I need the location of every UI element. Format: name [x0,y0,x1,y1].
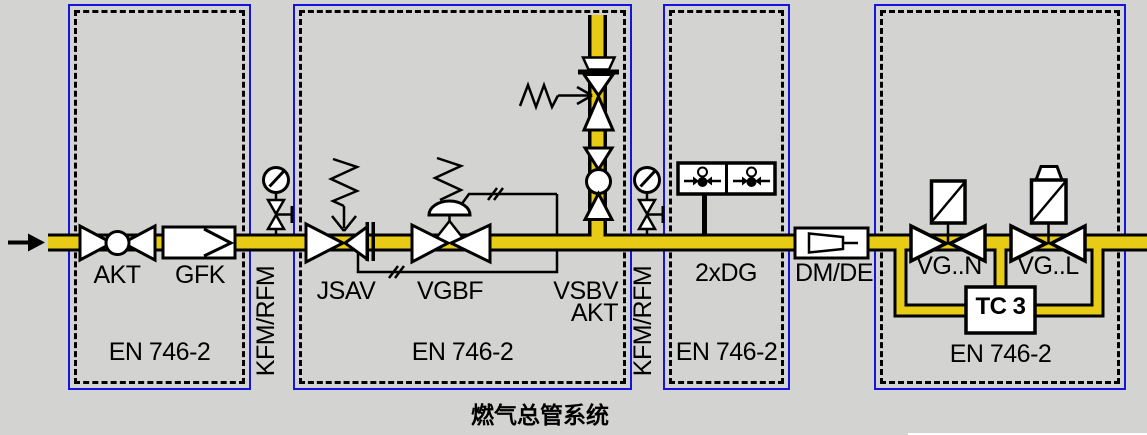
dm-de-flow-meter-icon [793,226,870,260]
label-kfm-rfm: KFM/RFM [629,265,657,377]
standard-label-en746: EN 746-2 [108,338,211,366]
section-box-pressure-switch [663,4,790,390]
page-edge [908,433,1147,435]
diagram-caption: 燃气总管系统 [471,403,609,429]
standard-label-en746: EN 746-2 [411,338,514,366]
label-vsbv-akt: AKT [570,299,619,327]
label-tc3: TC 3 [975,293,1026,320]
standard-label-en746: EN 746-2 [675,338,778,366]
section-box-safety-valves [874,4,1126,390]
section-dashed-border [299,10,626,384]
label-vsbv: VSBV [553,277,618,305]
pressure-gauge-icon [262,166,294,234]
standard-label-en746: EN 746-2 [949,340,1052,368]
label-dm-de: DM/DE [794,259,874,287]
label-2xdg: 2xDG [695,259,757,287]
flow-direction-arrow-icon [8,233,45,252]
label-kfm-rfm: KFM/RFM [252,265,280,377]
section-box-pressure-regulation [293,4,632,390]
label-vg-l: VG..L [1017,252,1079,280]
section-dashed-border [74,10,245,384]
section-dashed-border [669,10,784,384]
label-gfk: GFK [175,261,225,289]
label-akt: AKT [93,261,141,289]
label-vgbf: VGBF [416,277,484,305]
section-dashed-border [880,10,1120,384]
section-box-inlet-isolation [68,4,251,390]
label-jsav: JSAV [316,277,376,305]
pressure-gauge-icon [633,166,665,234]
